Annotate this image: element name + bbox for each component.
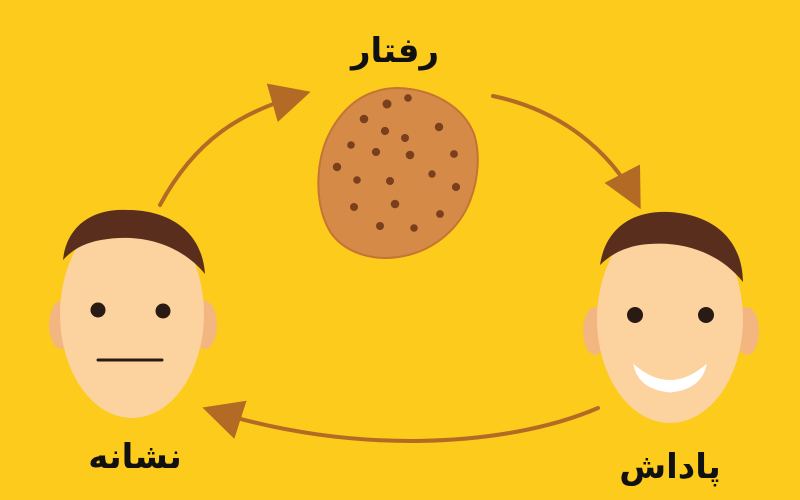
cycle-arrows	[158, 83, 641, 443]
smiling-face-icon	[583, 211, 759, 423]
right-face-hair	[600, 211, 743, 282]
left-face-hair	[63, 209, 205, 274]
arrow-reward-to-cue	[202, 400, 600, 443]
reward-label: پاداش	[619, 447, 721, 487]
right-face-head	[597, 215, 743, 423]
right-face-smile	[633, 363, 707, 393]
behavior-label: رفتار	[350, 31, 440, 71]
cue-label: نشانه	[88, 437, 182, 477]
left-face-head	[60, 210, 204, 418]
right-face-right-eye	[698, 307, 714, 323]
cookie-chips	[332, 94, 461, 232]
neutral-face-icon	[49, 209, 217, 418]
left-face-right-eye	[155, 303, 171, 319]
cookie-icon	[317, 86, 479, 259]
cookie-body	[317, 86, 479, 259]
arrow-cue-to-behavior	[158, 83, 311, 207]
right-face-left-eye	[627, 307, 643, 323]
arrow-behavior-to-reward	[491, 94, 641, 210]
left-face-left-eye	[90, 302, 106, 318]
